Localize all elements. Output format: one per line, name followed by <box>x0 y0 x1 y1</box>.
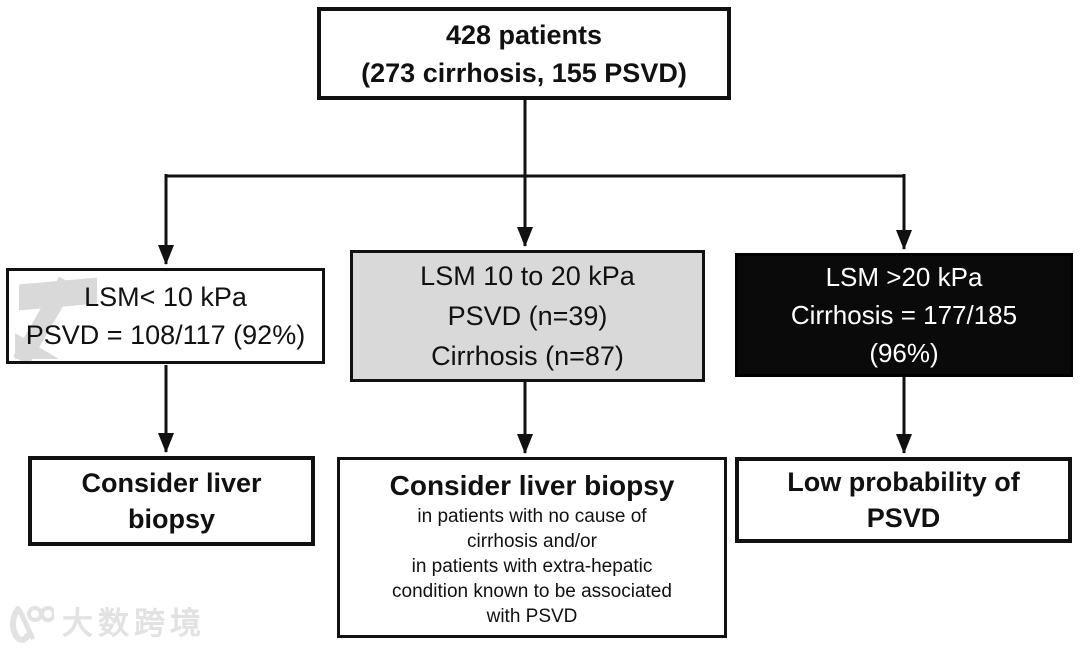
outcome-right-title: Low probability of PSVD <box>787 467 1020 533</box>
node-lsm-over-20: LSM >20 kPa Cirrhosis = 177/185 (96%) <box>735 253 1073 377</box>
root-line-2: (273 cirrhosis, 155 PSVD) <box>361 57 687 88</box>
branch-left-line-1: LSM< 10 kPa <box>84 282 247 312</box>
outcome-mid-body-line-1: in patients with no cause of <box>417 506 647 527</box>
branch-left-line-2: PSVD = 108/117 (92%) <box>25 320 306 350</box>
watermark-logo-icon <box>10 606 54 643</box>
node-outcome-under-10: Consider liver biopsy <box>28 456 315 546</box>
node-lsm-under-10: LSM< 10 kPa PSVD = 108/117 (92%) <box>6 268 325 364</box>
node-outcome-10-to-20: Consider liver biopsy in patients with n… <box>337 457 727 638</box>
branch-mid-line-2: PSVD (n=39) <box>447 301 608 331</box>
outcome-mid-title: Consider liver biopsy <box>389 470 675 501</box>
outcome-left-title: Consider liver biopsy <box>81 468 262 534</box>
node-root-patients: 428 patients (273 cirrhosis, 155 PSVD) <box>317 7 731 100</box>
branch-right-line-2: Cirrhosis = 177/185 <box>790 300 1018 330</box>
branch-mid-line-3: Cirrhosis (n=87) <box>431 341 624 371</box>
faint-watermark-artifact <box>9 271 322 361</box>
outcome-mid-body-line-4: condition known to be associated <box>392 581 672 602</box>
branch-right-line-3: (96%) <box>869 338 939 368</box>
outcome-mid-body-line-3: in patients with extra-hepatic <box>411 556 653 577</box>
branch-mid-line-1: LSM 10 to 20 kPa <box>420 261 635 291</box>
root-line-1: 428 patients <box>445 19 603 50</box>
outcome-mid-body-line-5: with PSVD <box>486 606 578 627</box>
node-outcome-over-20: Low probability of PSVD <box>735 457 1072 543</box>
outcome-mid-body-line-2: cirrhosis and/or <box>467 531 597 552</box>
watermark-text: 大数跨境 <box>62 606 206 641</box>
site-watermark: 大数跨境 <box>8 601 206 647</box>
branch-right-line-1: LSM >20 kPa <box>825 262 983 292</box>
node-lsm-10-to-20: LSM 10 to 20 kPa PSVD (n=39) Cirrhosis (… <box>350 250 705 382</box>
